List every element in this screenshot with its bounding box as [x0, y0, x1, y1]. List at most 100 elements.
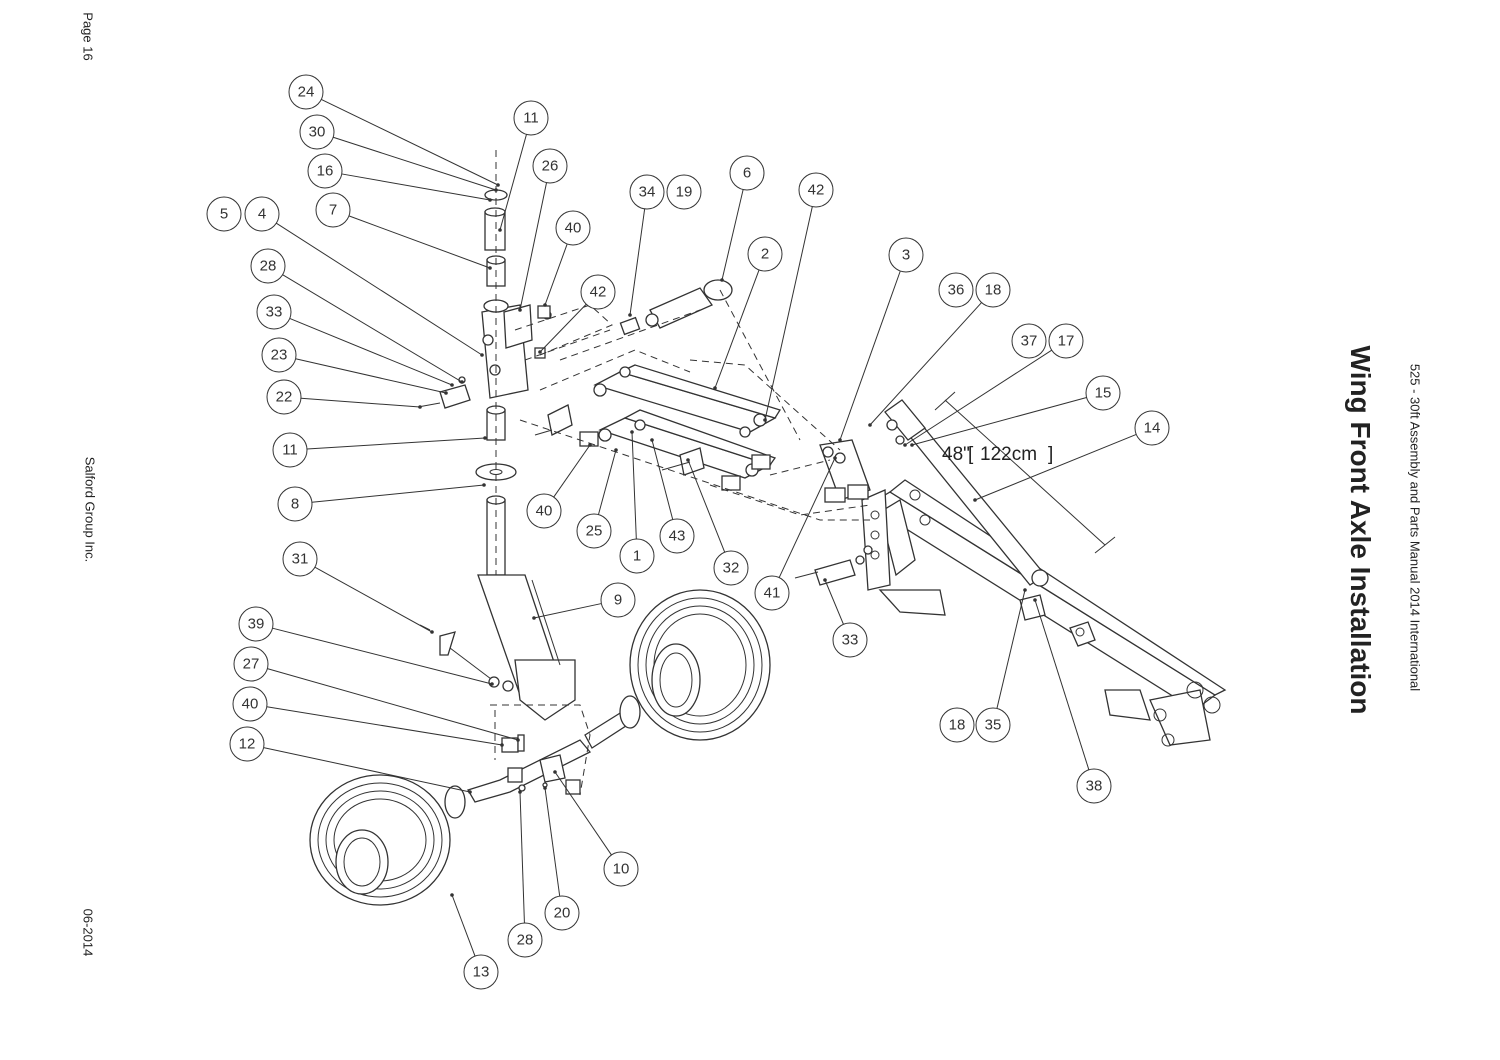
callout-8: 8: [277, 486, 313, 522]
callout-circle: [666, 174, 702, 210]
callout-circle: [1048, 323, 1084, 359]
callout-42: 42: [798, 172, 834, 208]
callout-9: 9: [600, 582, 636, 618]
leader-arrowhead: [516, 738, 520, 742]
leader-arrowhead: [1033, 598, 1037, 602]
leader-arrowhead: [868, 423, 872, 427]
leader-line: [651, 439, 674, 520]
parallel-arms: [534, 364, 781, 491]
callout-circle: [975, 272, 1011, 308]
leader-line: [341, 173, 491, 201]
callout-number: 24: [298, 84, 315, 101]
leader-line: [597, 449, 617, 515]
callout-number: 40: [565, 220, 582, 237]
leader-arrowhead: [630, 430, 634, 434]
assembly-guides: [490, 150, 871, 796]
callout-37: 37: [1011, 323, 1047, 359]
leader-arrowhead: [488, 198, 492, 202]
callout-40: 40: [232, 686, 268, 722]
callout-number: 27: [243, 656, 260, 673]
leader-arrowhead: [496, 183, 500, 187]
callout-circle: [250, 248, 286, 284]
callout-circle: [299, 114, 335, 150]
callout-circle: [507, 922, 543, 958]
callout-number: 11: [523, 110, 539, 127]
callout-circle: [659, 518, 695, 554]
leader-arrowhead: [483, 436, 487, 440]
leader-arrowhead: [500, 743, 504, 747]
leader-arrowhead: [588, 443, 592, 447]
callout-number: 25: [586, 523, 603, 540]
leader-line: [295, 358, 447, 394]
leader-lines: [263, 98, 1137, 957]
callout-number: 18: [949, 717, 966, 734]
callout-circle: [1076, 768, 1112, 804]
callout-number: 18: [985, 282, 1002, 299]
callout-number: 1: [633, 548, 641, 565]
callout-number: 5: [220, 206, 228, 223]
leader-line: [714, 269, 760, 389]
leader-arrowhead: [482, 483, 486, 487]
callout-circle: [603, 851, 639, 887]
leader-arrowhead: [444, 391, 448, 395]
callout-circle: [256, 294, 292, 330]
callout-circle: [232, 686, 268, 722]
leader-line: [276, 222, 483, 356]
callout-4: 4: [244, 196, 280, 232]
callout-11: 11: [513, 100, 549, 136]
leader-line: [544, 243, 568, 306]
pivot-spindle: [475, 189, 576, 721]
leader-arrowhead: [910, 443, 914, 447]
leader-line: [824, 579, 844, 625]
leader-line: [533, 603, 602, 619]
callout-circle: [600, 582, 636, 618]
callout-number: 8: [291, 496, 299, 513]
leader-line: [631, 431, 637, 540]
callout-circle: [580, 274, 616, 310]
leader-arrowhead: [838, 438, 842, 442]
callout-33: 33: [832, 622, 868, 658]
leader-line: [519, 182, 548, 311]
callout-circle: [619, 538, 655, 574]
leader-arrowhead: [720, 278, 724, 282]
callout-13: 13: [463, 954, 499, 990]
callout-circle: [463, 954, 499, 990]
leader-line: [996, 589, 1026, 709]
leader-arrowhead: [450, 893, 454, 897]
leader-line: [911, 396, 1087, 446]
callout-20: 20: [544, 895, 580, 931]
callout-24: 24: [288, 74, 324, 110]
callout-number: 11: [282, 442, 298, 459]
callout-circle: [272, 432, 308, 468]
callout-circle: [307, 153, 343, 189]
callout-number: 28: [517, 932, 534, 949]
leader-arrowhead: [650, 438, 654, 442]
callout-circle: [277, 486, 313, 522]
callout-18: 18: [975, 272, 1011, 308]
leader-line: [544, 787, 561, 897]
callout-circle: [229, 726, 265, 762]
leader-line: [289, 317, 453, 386]
callout-number: 32: [723, 560, 740, 577]
callout-number: 35: [985, 717, 1002, 734]
callout-circle: [238, 606, 274, 642]
callout-number: 41: [764, 585, 781, 602]
callout-circle: [939, 707, 975, 743]
axle-assembly: [444, 695, 641, 819]
leader-arrowhead: [430, 630, 434, 634]
callout-number: 6: [743, 165, 751, 182]
callout-circle: [266, 379, 302, 415]
leader-arrowhead: [628, 313, 632, 317]
callout-number: 7: [329, 202, 337, 219]
leader-line: [499, 134, 527, 231]
callout-31: 31: [282, 541, 318, 577]
leader-line: [266, 706, 503, 746]
callout-circle: [206, 196, 242, 232]
leader-line: [282, 274, 463, 383]
leader-arrowhead: [468, 790, 472, 794]
leader-arrowhead: [713, 386, 717, 390]
leader-arrowhead: [488, 266, 492, 270]
callout-number: 2: [761, 246, 769, 263]
callout-27: 27: [233, 646, 269, 682]
callout-number: 3: [902, 247, 910, 264]
